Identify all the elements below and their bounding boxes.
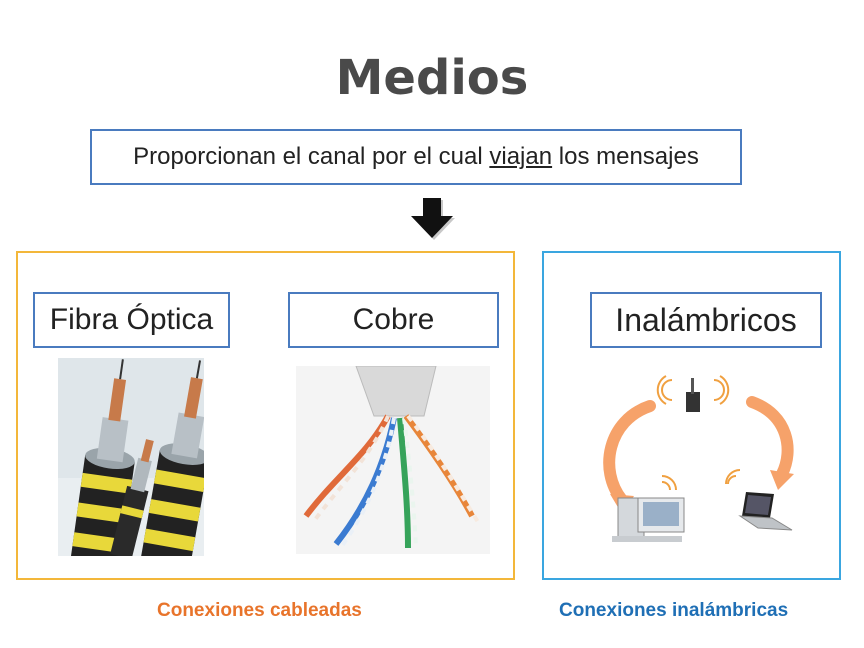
wireless-network-illustration	[603, 375, 794, 542]
copper-twisted-pair-image	[296, 366, 490, 554]
desktop-computer-icon	[612, 475, 685, 542]
wireless-caption: Conexiones inalámbricas	[559, 600, 789, 621]
wireless-media-panel	[542, 251, 841, 580]
fiber-optic-label: Fibra Óptica	[33, 292, 230, 348]
definition-box: Proporcionan el canal por el cual viajan…	[90, 129, 742, 185]
copper-label: Cobre	[288, 292, 499, 348]
underlined-word: viajan	[489, 143, 553, 170]
laptop-icon	[725, 469, 793, 531]
router-icon	[656, 375, 730, 412]
down-arrow-icon	[411, 198, 455, 240]
wired-caption: Conexiones cableadas	[157, 600, 362, 621]
wired-media-panel	[16, 251, 515, 580]
page-title: Medios	[335, 50, 529, 106]
definition-text: Proporcionan el canal por el cual viajan…	[133, 143, 699, 170]
wireless-label: Inalámbricos	[590, 292, 822, 348]
fiber-optic-cable-image	[58, 358, 204, 556]
